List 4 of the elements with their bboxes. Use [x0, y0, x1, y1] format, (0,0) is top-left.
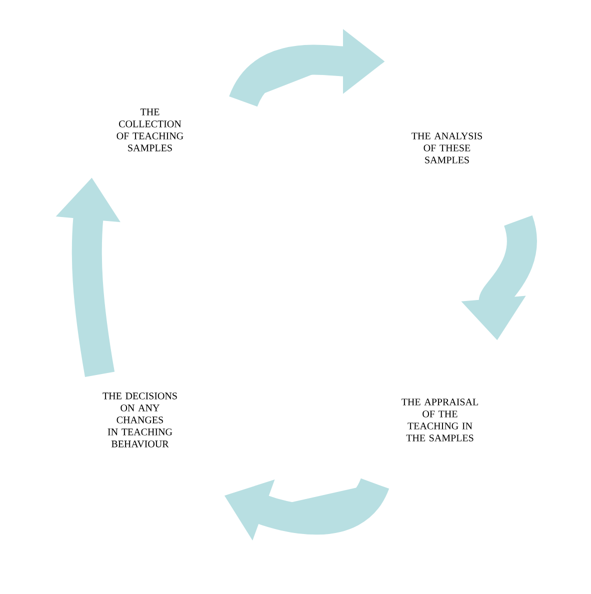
step-label: THE APPRAISAL OF THE TEACHING IN THE SAMPLES — [402, 398, 478, 442]
step-label: THE ANALYSIS OF THESE SAMPLES — [412, 132, 482, 164]
step-label: THE DECISIONS ON ANY CHANGES IN TEACHING BEHAVIOUR — [102, 392, 177, 448]
step-label: THE COLLECTION OF TEACHING SAMPLES — [116, 108, 184, 152]
